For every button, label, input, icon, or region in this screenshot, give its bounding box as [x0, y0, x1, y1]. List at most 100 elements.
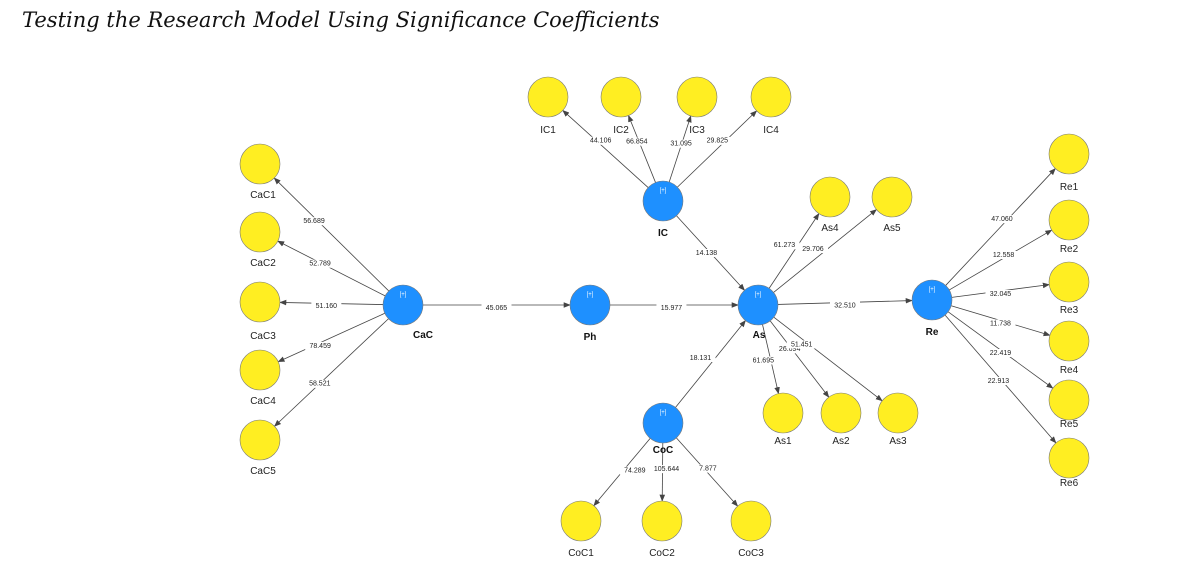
indicator-node-coc2[interactable]: [641, 500, 683, 542]
latent-node-ph[interactable]: [569, 284, 611, 326]
coefficient-background: [798, 245, 828, 253]
loadings-coefficient-re-re1: 47.060: [991, 216, 1013, 223]
coefficient-background: [619, 466, 650, 475]
paths-coefficient-cac-ph: 45.065: [486, 305, 508, 312]
expand-badge[interactable]: [+]: [660, 410, 667, 416]
loadings-coefficient-ic-ic4: 29.825: [707, 138, 729, 145]
latent-label-as: As: [753, 330, 766, 341]
coefficient-background: [311, 302, 342, 311]
indicator-label-as3: As3: [889, 436, 907, 447]
coefficient-background: [305, 259, 336, 268]
indicator-label-as5: As5: [883, 223, 901, 234]
loadings-coefficient-re-re4: 11.738: [990, 320, 1011, 327]
coefficient-background: [651, 465, 682, 474]
indicator-node-coc3[interactable]: [730, 500, 772, 542]
coefficient-background: [748, 356, 779, 365]
indicator-node-cac5[interactable]: [239, 419, 281, 461]
indicator-node-coc1[interactable]: [560, 500, 602, 542]
expand-badge[interactable]: [+]: [660, 188, 667, 194]
indicator-node-ic3[interactable]: [676, 76, 718, 118]
coefficient-background: [685, 354, 716, 362]
indicator-node-as2[interactable]: [820, 392, 862, 434]
indicator-node-re5[interactable]: [1048, 379, 1090, 421]
expand-badge[interactable]: [+]: [929, 287, 936, 293]
paths-edge-coc-as: [675, 320, 746, 408]
indicator-node-ic4[interactable]: [750, 76, 792, 118]
loadings-edge-re-re2: [949, 229, 1053, 291]
indicator-label-as4: As4: [821, 223, 839, 234]
loadings-coefficient-re-re5: 22.419: [990, 350, 1012, 357]
indicator-label-coc1: CoC1: [568, 548, 594, 559]
indicator-node-re3[interactable]: [1048, 261, 1090, 303]
paths-coefficient-as-re: 32.510: [834, 302, 856, 309]
indicator-node-ic2[interactable]: [600, 76, 642, 118]
indicator-node-re2[interactable]: [1048, 199, 1090, 241]
loadings-coefficient-cac-cac4: 78.459: [309, 343, 331, 350]
loadings-edge-ic-ic2: [628, 114, 656, 183]
loadings-edge-cac-cac4: [277, 312, 385, 363]
loadings-coefficient-ic-ic2: 66.854: [626, 138, 648, 145]
loadings-edge-re-re1: [945, 168, 1056, 286]
coefficient-background: [786, 340, 817, 349]
latent-label-ph: Ph: [584, 332, 597, 343]
loadings-edge-cac-cac1: [273, 177, 390, 292]
indicator-node-ic1[interactable]: [527, 76, 569, 118]
coefficient-background: [481, 304, 512, 312]
indicator-node-as3[interactable]: [877, 392, 919, 434]
indicator-label-ic1: IC1: [540, 125, 556, 136]
loadings-coefficient-as-as2: 26.694: [779, 346, 801, 353]
indicator-node-cac1[interactable]: [239, 143, 281, 185]
loadings-coefficient-as-as1: 61.695: [753, 357, 775, 364]
loadings-coefficient-cac-cac1: 56.689: [303, 218, 325, 225]
coefficient-background: [830, 301, 860, 310]
loadings-edge-ic-ic1: [562, 109, 649, 188]
indicator-label-re6: Re6: [1060, 478, 1079, 489]
paths-coefficient-ph-as: 15.977: [661, 305, 683, 312]
indicator-node-cac3[interactable]: [239, 281, 281, 323]
indicator-label-ic2: IC2: [613, 125, 629, 136]
loadings-coefficient-cac-cac3: 51.160: [316, 303, 338, 310]
coefficient-background: [986, 215, 1017, 224]
coefficient-background: [621, 137, 652, 146]
indicator-node-re6[interactable]: [1048, 437, 1090, 479]
loadings-coefficient-coc-coc1: 74.289: [624, 467, 646, 474]
indicator-label-as2: As2: [832, 436, 850, 447]
expand-badge[interactable]: [+]: [755, 292, 762, 298]
loadings-coefficient-as-as4: 61.273: [774, 242, 796, 249]
latent-label-ic: IC: [658, 228, 668, 239]
indicator-node-re1[interactable]: [1048, 133, 1090, 175]
indicator-node-cac2[interactable]: [239, 211, 281, 253]
latent-node-as[interactable]: [737, 284, 779, 326]
coefficient-background: [774, 345, 805, 354]
loadings-coefficient-re-re2: 12.558: [993, 252, 1015, 259]
coefficient-background: [988, 251, 1019, 260]
indicator-label-cac4: CaC4: [250, 396, 276, 407]
indicator-node-re4[interactable]: [1048, 320, 1090, 362]
expand-badge[interactable]: [+]: [587, 292, 594, 298]
coefficient-background: [985, 319, 1016, 328]
indicator-label-re2: Re2: [1060, 244, 1079, 255]
latent-node-ic[interactable]: [642, 180, 684, 222]
coefficient-background: [985, 290, 1016, 298]
indicator-label-re3: Re3: [1060, 305, 1079, 316]
indicator-node-as1[interactable]: [762, 392, 804, 434]
loadings-coefficient-coc-coc2: 105.644: [654, 466, 679, 473]
expand-badge[interactable]: [+]: [400, 292, 407, 298]
indicator-node-cac4[interactable]: [239, 349, 281, 391]
loadings-coefficient-re-re3: 32.045: [990, 291, 1012, 298]
latent-label-cac: CaC: [413, 330, 433, 341]
latent-node-re[interactable]: [911, 279, 953, 321]
loadings-edge-cac-cac2: [277, 240, 386, 297]
loadings-coefficient-coc-coc3: 7.877: [699, 465, 717, 472]
coefficient-background: [304, 379, 335, 388]
indicator-node-as5[interactable]: [871, 176, 913, 218]
latent-node-coc[interactable]: [642, 402, 684, 444]
latent-node-cac[interactable]: [382, 284, 424, 326]
indicator-label-re1: Re1: [1060, 182, 1079, 193]
coefficient-background: [769, 241, 800, 250]
paths-coefficient-ic-as: 14.138: [696, 250, 718, 257]
coefficient-background: [692, 464, 723, 473]
indicator-node-as4[interactable]: [809, 176, 851, 218]
latent-label-re: Re: [926, 327, 939, 338]
indicator-label-cac5: CaC5: [250, 466, 276, 477]
